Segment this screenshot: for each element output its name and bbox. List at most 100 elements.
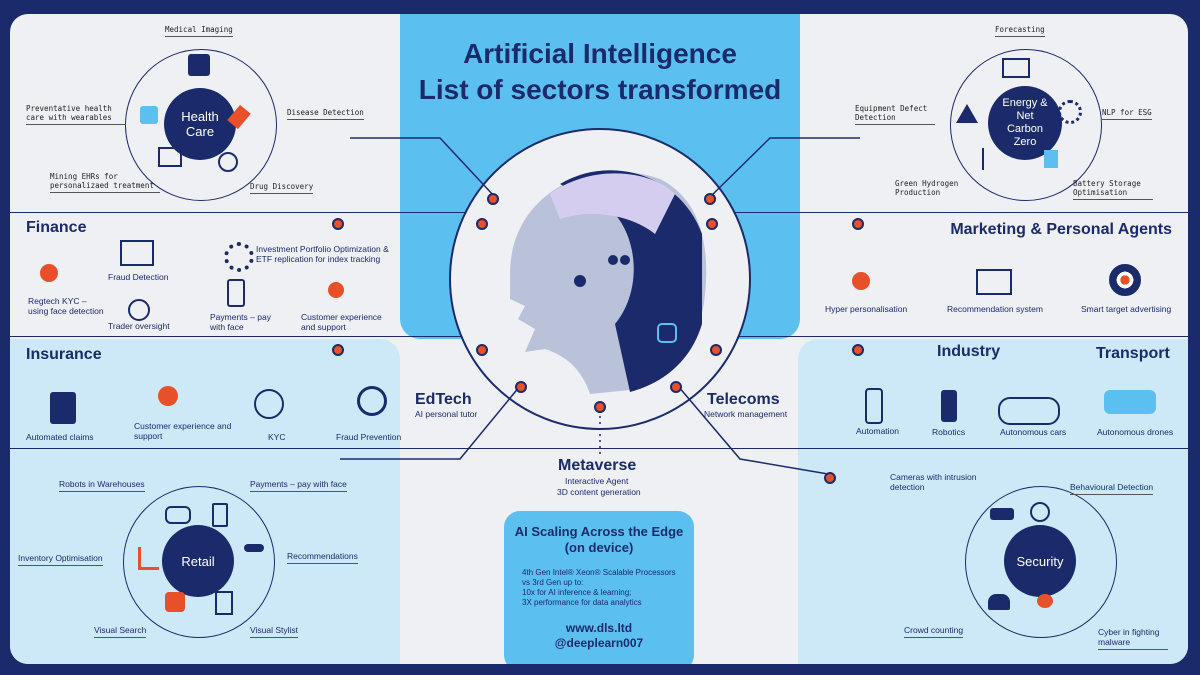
energy-hub: Energy & Net Carbon Zero [988, 86, 1062, 160]
edtech-sub: AI personal tutor [415, 409, 478, 419]
globe-face-icon [254, 389, 284, 419]
crowd-icon [988, 594, 1010, 610]
camera-icon [990, 508, 1014, 520]
edge-contact: www.dls.ltd@deeplearn007 [554, 621, 644, 650]
robot-arm-icon [865, 388, 883, 424]
connector-dot [706, 218, 718, 230]
connector-dot [332, 344, 344, 356]
insurance-item: Customer experience and support [134, 421, 232, 441]
transport-item: Autonomous drones [1097, 427, 1174, 437]
connector-dot [515, 381, 527, 393]
insurance-heading: Insurance [26, 346, 102, 363]
healthcare-item: Preventative health care with wearables [26, 104, 126, 125]
connector-lines [340, 137, 860, 475]
retail-ring [123, 486, 275, 638]
insurance-item: KYC [268, 432, 286, 442]
medical-imaging-icon [188, 54, 210, 76]
connector-dot [332, 218, 344, 230]
finance-item: Trader oversight [108, 321, 170, 331]
magnifier-icon [128, 299, 150, 321]
healthcare-item: Medical Imaging [165, 25, 233, 37]
bar-chart-icon [138, 547, 159, 570]
security-item: Crowd counting [904, 625, 964, 638]
retail-hub: Retail [162, 525, 234, 597]
edge-heading: AI Scaling Across the Edge(on device) [514, 524, 684, 555]
fraud-monitor-icon [120, 240, 154, 266]
target-icon [1109, 264, 1141, 296]
security-item: Cyber in fighting malware [1098, 627, 1168, 650]
wind-turbine-icon [982, 148, 1000, 170]
finance-item: Regtech KYC – using face detection [28, 296, 104, 316]
connector-dot [704, 193, 716, 205]
car-icon [998, 397, 1060, 425]
stylist-icon [215, 591, 233, 615]
healthcare-item: Drug Discovery [250, 182, 314, 194]
retail-item: Inventory Optimisation [18, 553, 103, 566]
forecast-chart-icon [1002, 58, 1030, 78]
insurance-item: Automated claims [26, 432, 94, 442]
metaverse-heading: Metaverse [558, 457, 637, 474]
marketing-item: Hyper personalisation [825, 304, 908, 314]
battery-icon [1044, 150, 1058, 168]
retail-item: Visual Stylist [250, 625, 299, 638]
connector-dot [670, 381, 682, 393]
healthcare-item: Mining EHRs for personalizaed treatment [50, 172, 160, 193]
face-scan-icon [40, 264, 58, 282]
recommendation-icon [244, 544, 264, 552]
gear-icon [224, 242, 254, 272]
healthcare-item: Disease Detection [287, 108, 364, 120]
robot-icon [941, 390, 957, 422]
security-item: Behavioural Detection [1070, 482, 1154, 495]
energy-item: NLP for ESG [1102, 108, 1152, 120]
divider [10, 448, 1188, 449]
security-ring [965, 486, 1117, 638]
warehouse-robot-icon [165, 506, 191, 524]
finance-item: Customer experience and support [301, 312, 382, 332]
person-gears-icon [852, 272, 870, 290]
visual-search-icon [165, 592, 185, 612]
bug-icon [1037, 594, 1053, 608]
security-hub: Security [1004, 525, 1076, 597]
ai-head-illustration [449, 128, 751, 430]
healthcare-ring [125, 49, 277, 201]
metaverse-line: 3D content generation [557, 487, 641, 497]
industry-item: Robotics [932, 427, 966, 437]
industry-heading: Industry [937, 343, 1001, 360]
claims-doc-icon [50, 392, 76, 424]
connector-dot [852, 344, 864, 356]
edtech-heading: EdTech [415, 391, 472, 408]
support-person-icon [328, 282, 344, 298]
retail-item: Recommendations [287, 551, 358, 564]
finance-item: Fraud Detection [108, 272, 169, 282]
connector-dot [710, 344, 722, 356]
marketing-item: Smart target advertising [1081, 304, 1172, 314]
connector-dot [594, 401, 606, 413]
energy-item: Green Hydrogen Production [895, 179, 959, 197]
connector-dot [476, 344, 488, 356]
warning-icon [956, 104, 978, 123]
monitor-icon [976, 269, 1012, 295]
energy-item: Forecasting [995, 25, 1045, 37]
industry-item: Automation [856, 426, 899, 436]
telecoms-sub: Network management [704, 409, 788, 419]
edge-body: 4th Gen Intel® Xeon® Scalable Processors… [522, 568, 676, 607]
magnifier-icon [357, 386, 387, 416]
connector-dot [476, 218, 488, 230]
edge-panel [504, 511, 694, 664]
telecoms-heading: Telecoms [707, 391, 780, 408]
finance-item: Payments – pay with face [210, 312, 271, 332]
phone-face-icon [227, 279, 245, 307]
transport-item: Autonomous cars [1000, 427, 1067, 437]
esg-gear-icon [1058, 100, 1082, 124]
retail-item: Visual Search [94, 625, 147, 638]
security-item: Cameras with intrusion detection [890, 472, 977, 492]
retail-item: Payments – pay with face [250, 479, 347, 492]
energy-item: Equipment Defect Detection [855, 104, 935, 125]
wearable-icon [140, 106, 158, 124]
phone-face-icon [212, 503, 228, 527]
transport-heading: Transport [1096, 345, 1170, 362]
connector-dot [824, 472, 836, 484]
magnifier-icon [218, 152, 238, 172]
connector-dot [487, 193, 499, 205]
